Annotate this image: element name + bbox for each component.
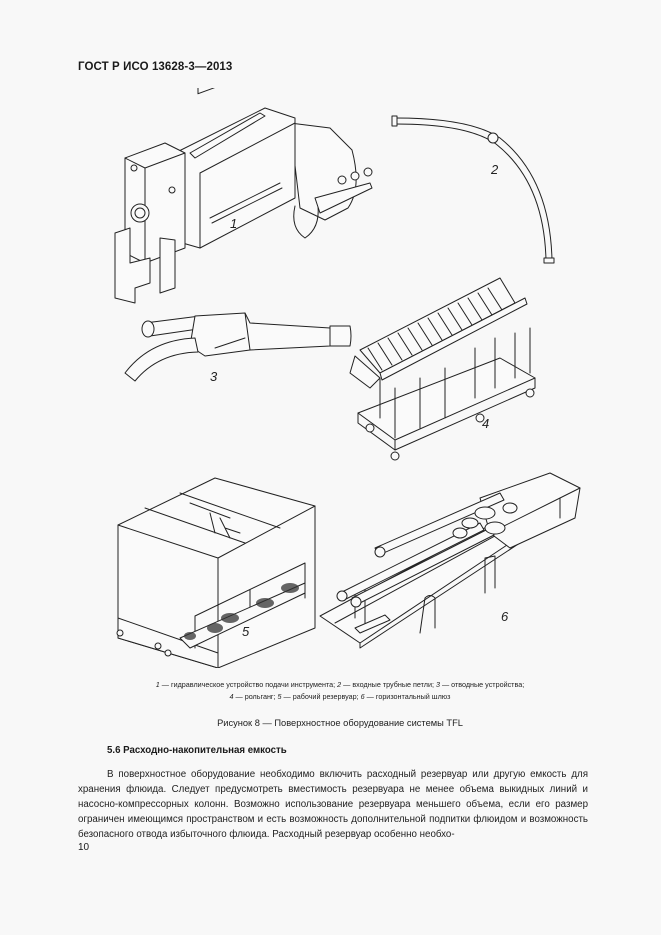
legend-text: — рольганг;	[233, 692, 278, 701]
legend-line-2: 4 — рольганг; 5 — рабочий резервуар; 6 —…	[90, 691, 590, 703]
figure-caption: Рисунок 8 — Поверхностное оборудование с…	[217, 718, 463, 728]
legend-number: 5	[277, 692, 282, 701]
roller-conveyor-drawing	[349, 277, 536, 461]
figure-legend: 1 — гидравлическое устройство подачи инс…	[90, 679, 590, 703]
page-number: 10	[78, 842, 90, 853]
svg-text:5: 5	[242, 624, 250, 639]
svg-text:3: 3	[210, 369, 218, 384]
svg-text:6: 6	[501, 609, 509, 624]
figure-8: 1 2 3	[90, 88, 590, 668]
working-tank-drawing	[116, 477, 316, 668]
legend-text: — отводные устройства;	[439, 680, 525, 689]
document-header: ГОСТ Р ИСО 13628-3—2013	[78, 61, 233, 73]
legend-number: 2	[337, 680, 342, 689]
legend-text: — горизонтальный шлюз	[364, 692, 451, 701]
section-body: В поверхностное оборудование необходимо …	[78, 767, 588, 842]
section-heading: 5.6 Расходно-накопительная емкость	[107, 745, 287, 756]
equipment-illustrations: 1 2 3	[114, 88, 581, 668]
legend-number: 4	[229, 692, 234, 701]
legend-text: — входные трубные петли;	[341, 680, 436, 689]
horizontal-lock-drawing	[319, 472, 581, 649]
svg-text:1: 1	[230, 216, 237, 231]
legend-number: 1	[155, 680, 160, 689]
legend-text: — гидравлическое устройство подачи инстр…	[159, 680, 338, 689]
legend-number: 3	[435, 680, 440, 689]
hydraulic-feeder-drawing	[114, 88, 373, 304]
paragraph: В поверхностное оборудование необходимо …	[78, 769, 588, 840]
legend-number: 6	[360, 692, 365, 701]
svg-text:4: 4	[482, 416, 489, 431]
legend-text: — рабочий резервуар;	[281, 692, 361, 701]
svg-text:2: 2	[490, 162, 499, 177]
diverter-drawing	[124, 312, 352, 382]
legend-line-1: 1 — гидравлическое устройство подачи инс…	[90, 679, 590, 691]
pipe-loop-drawing	[391, 115, 555, 264]
